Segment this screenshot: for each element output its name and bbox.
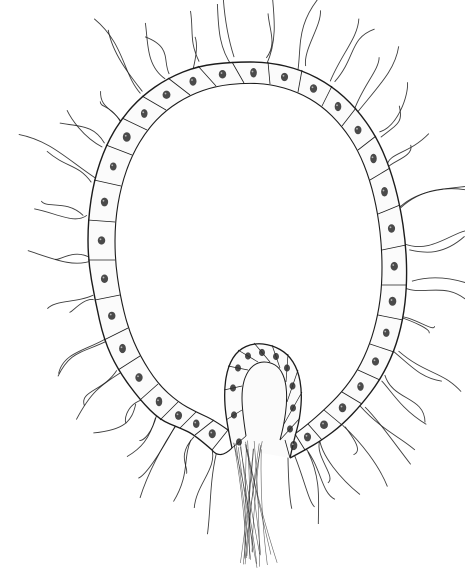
stalk-fibers <box>234 440 277 567</box>
cell-wall <box>88 62 407 458</box>
